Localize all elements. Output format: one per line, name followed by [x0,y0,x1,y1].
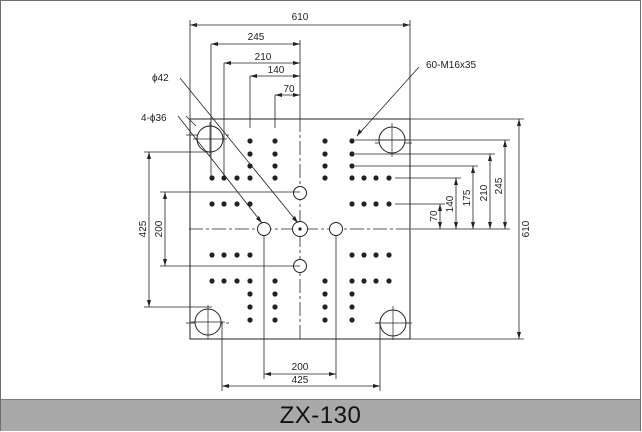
threaded-hole [322,163,328,169]
threaded-hole [209,201,215,207]
threaded-hole [221,201,227,207]
threaded-hole [322,175,328,181]
threaded-hole [247,317,253,323]
threaded-hole [361,252,367,258]
threaded-hole [373,252,379,258]
dim-210-top: 210 [255,52,272,63]
threaded-hole [349,278,355,284]
dim-70-top: 70 [283,84,295,95]
threaded-hole [247,163,253,169]
threaded-hole [247,138,253,144]
dim-245-top: 245 [248,32,265,43]
dim-200-left: 200 [154,220,165,237]
dim-175-right: 175 [462,189,473,206]
thread-label: 60-M16x35 [426,60,476,71]
dim-610-top: 610 [292,12,309,23]
threaded-hole [272,291,278,297]
threaded-hole [234,175,240,181]
threaded-hole [322,291,328,297]
threaded-hole [272,317,278,323]
threaded-hole [349,252,355,258]
dimension-lines [144,20,524,391]
threaded-hole [272,163,278,169]
dim-610-right: 610 [521,220,532,237]
threaded-hole [209,175,215,181]
threaded-hole [322,317,328,323]
threaded-hole [373,175,379,181]
threaded-hole [322,151,328,157]
threaded-hole [349,138,355,144]
dim-200-bottom: 200 [292,362,309,373]
threaded-hole [272,304,278,310]
threaded-hole [221,252,227,258]
tie-bar-diameter-label: 4-ϕ36 [141,113,167,124]
threaded-hole [386,278,392,284]
threaded-hole [349,291,355,297]
model-banner: ZX-130 [1,399,640,431]
threaded-hole [349,317,355,323]
threaded-hole [349,304,355,310]
model-title: ZX-130 [279,401,362,429]
dim-245-right: 245 [494,177,505,194]
dim-425-bottom: 425 [292,375,309,386]
threaded-hole [386,201,392,207]
threaded-hole [373,201,379,207]
dim-425-left: 425 [138,220,149,237]
dim-70-right: 70 [429,210,440,222]
threaded-hole [247,304,253,310]
threaded-hole [386,175,392,181]
threaded-hole [373,278,379,284]
threaded-hole [247,175,253,181]
threaded-hole [349,201,355,207]
threaded-hole [349,151,355,157]
threaded-hole [247,291,253,297]
threaded-hole [209,252,215,258]
threaded-hole [322,138,328,144]
ejector-centers [298,227,302,231]
threaded-hole [221,278,227,284]
threaded-hole-pattern [209,138,392,323]
threaded-hole [247,201,253,207]
threaded-hole [322,304,328,310]
threaded-hole [234,201,240,207]
threaded-hole [234,278,240,284]
dim-210-right: 210 [479,184,490,201]
threaded-hole [361,175,367,181]
threaded-hole [272,175,278,181]
threaded-hole [349,163,355,169]
threaded-hole [209,278,215,284]
dim-140-right: 140 [445,195,456,212]
threaded-hole [349,175,355,181]
threaded-hole [272,138,278,144]
threaded-hole [234,252,240,258]
threaded-hole [247,151,253,157]
ejector-holes [257,186,343,273]
threaded-hole [322,278,328,284]
ejector-diameter-label: ϕ42 [152,73,169,84]
threaded-hole [247,278,253,284]
threaded-hole [272,151,278,157]
dimension-arrows [147,23,521,388]
dim-140-top: 140 [268,65,285,76]
threaded-hole [247,252,253,258]
threaded-hole [272,278,278,284]
threaded-hole [386,252,392,258]
threaded-hole [361,278,367,284]
threaded-hole [361,201,367,207]
platen-drawing: 610 245 210 140 70 60-M16x35 ϕ42 4-ϕ36 6… [138,12,532,391]
